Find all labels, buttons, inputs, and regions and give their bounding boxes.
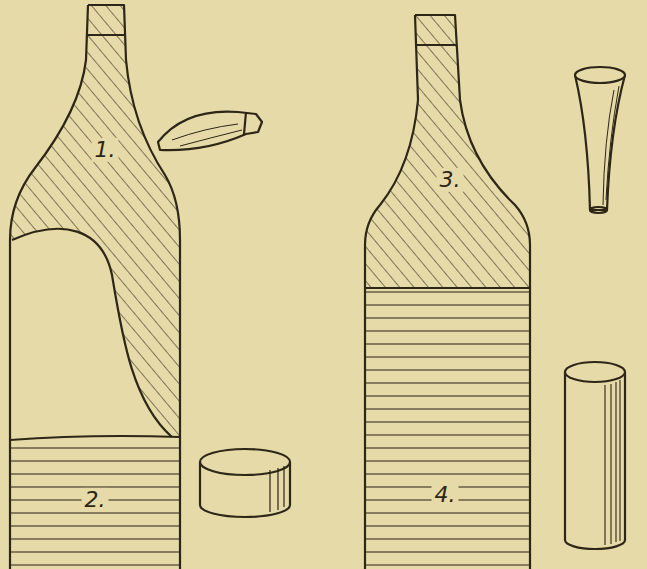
callout-number: 4. [432,483,459,507]
callout-number: 3. [437,168,464,192]
callout-number: 1. [92,138,119,162]
callout-number: 2. [82,488,109,512]
